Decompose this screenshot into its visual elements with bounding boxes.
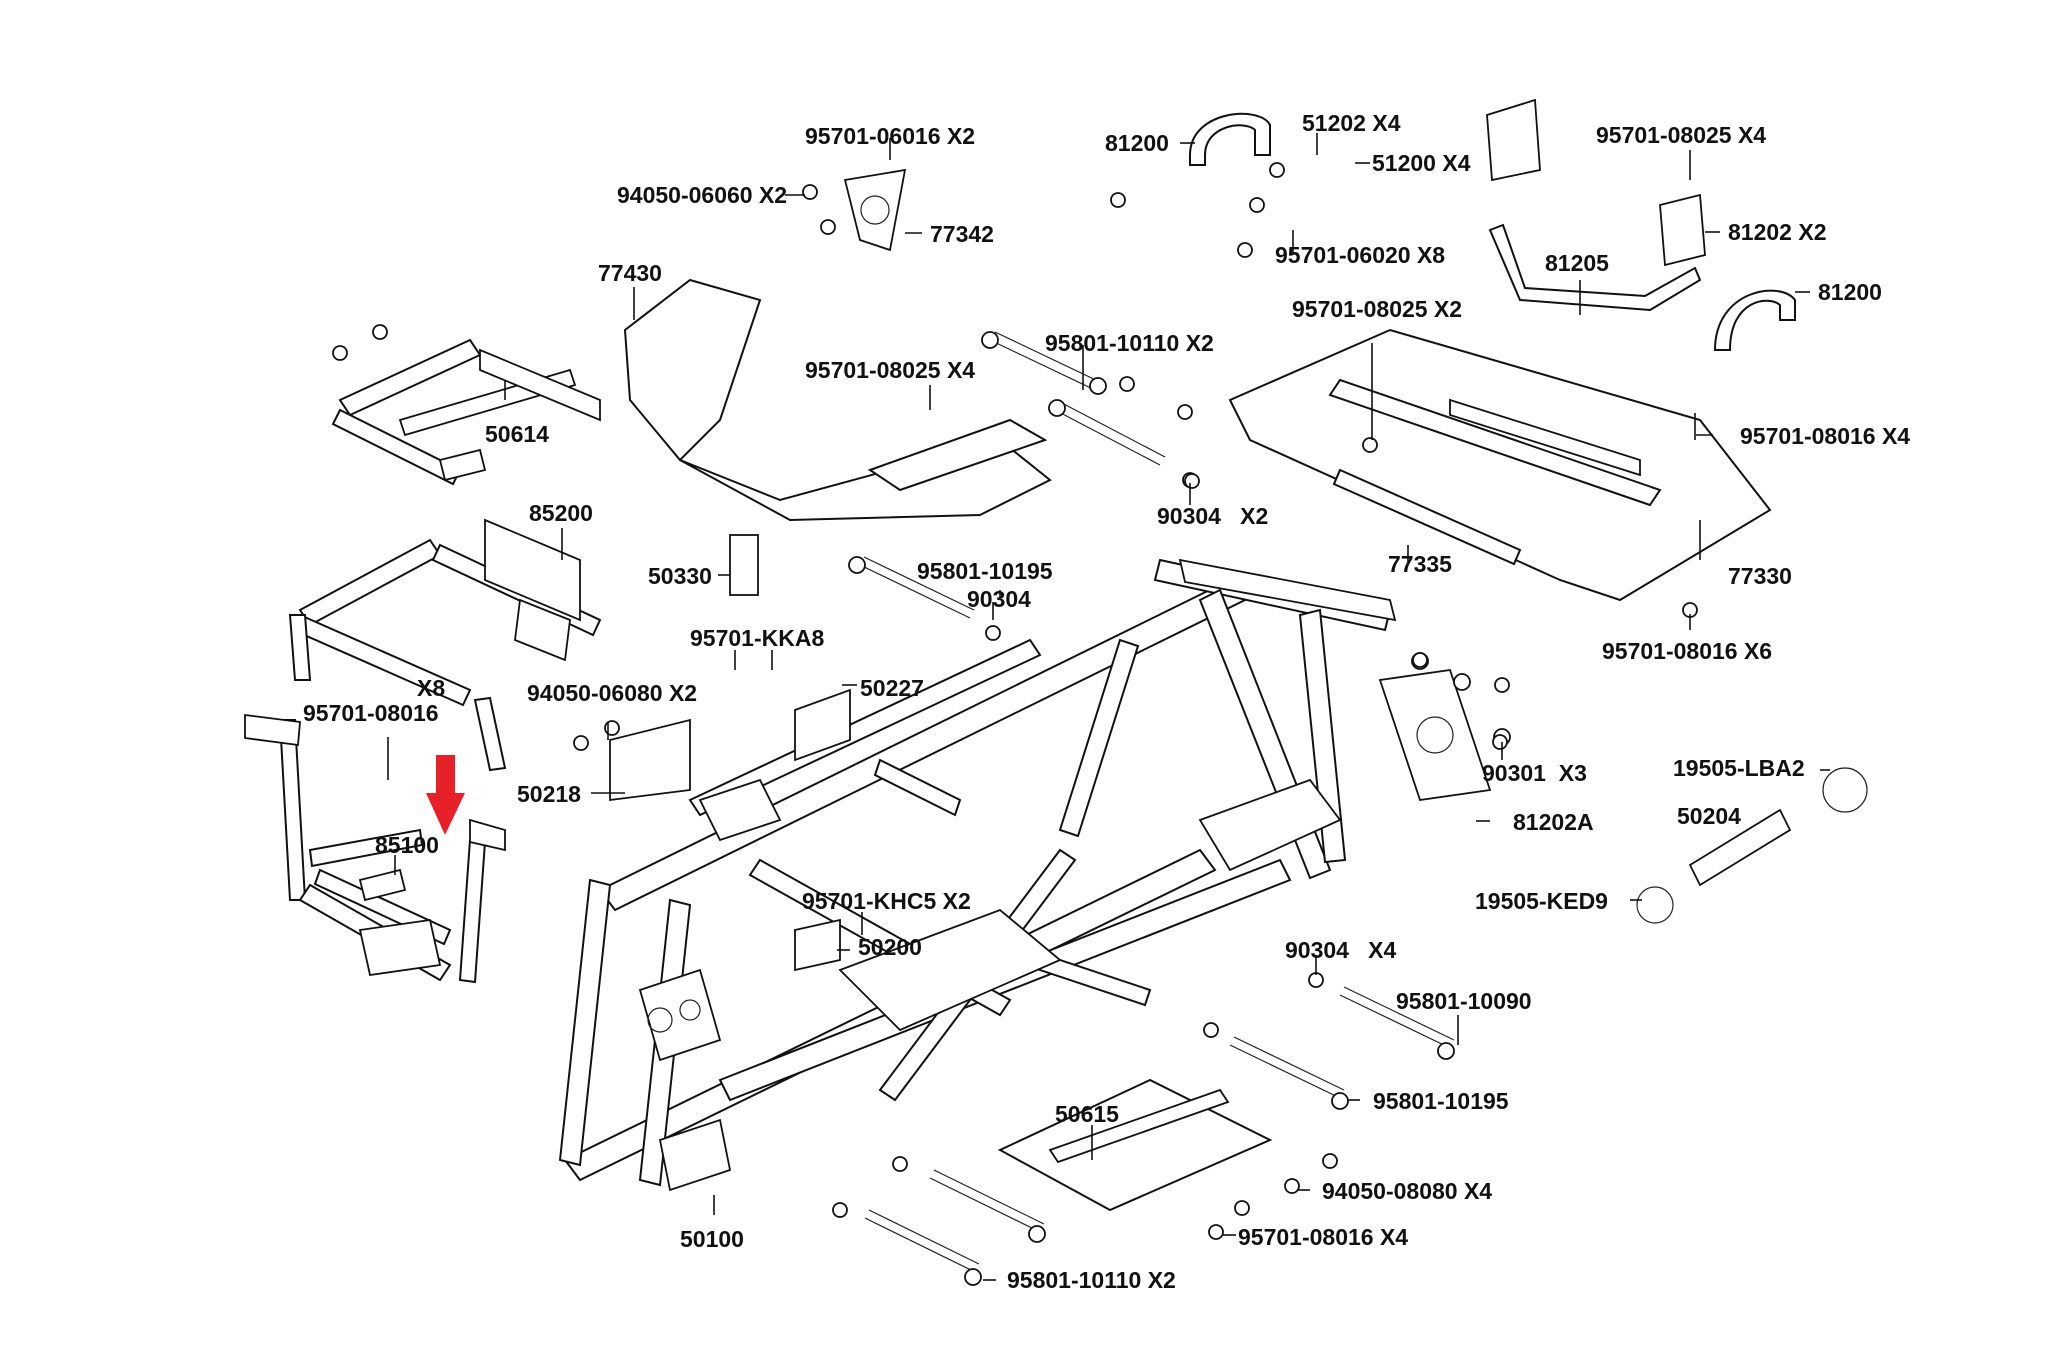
label-95701-08025-x4-top: 95701-08025 X4 [1596, 122, 1767, 148]
label-50614: 50614 [485, 421, 549, 447]
label-50204: 50204 [1677, 803, 1741, 829]
fasteners [332, 162, 1698, 1286]
arrow-head-icon [426, 793, 465, 835]
main-frame-50100 [558, 558, 1397, 1192]
label-50100: 50100 [680, 1226, 744, 1252]
label-77342: 77342 [930, 221, 994, 247]
label-85100: 85100 [375, 832, 439, 858]
label-94050-08080: 94050-08080 X4 [1322, 1178, 1493, 1204]
label-50218: 50218 [517, 781, 581, 807]
grab-handle-81200 [1189, 112, 1796, 351]
clamp-19505-ked9 [1636, 886, 1674, 924]
label-51202: 51202 X4 [1302, 110, 1401, 136]
label-x8: X8 [417, 675, 446, 701]
bracket-50227 [794, 688, 851, 762]
label-19505-ked9: 19505-KED9 [1475, 888, 1608, 914]
label-81200-right: 81200 [1818, 279, 1882, 305]
label-77335: 77335 [1388, 551, 1452, 577]
bracket-50218 [609, 718, 691, 802]
footrest-50614 [331, 338, 601, 486]
label-95801-10195-bot: 95801-10195 [1373, 1088, 1509, 1114]
label-95701-08016-x6: 95701-08016 X6 [1602, 638, 1773, 664]
pad-50330 [729, 534, 759, 596]
label-95701-08016-x4-bot: 95701-08016 X4 [1238, 1224, 1409, 1250]
leader-lines [387, 133, 1830, 1281]
front-rack-77430 [623, 278, 1052, 522]
label-50227: 50227 [860, 675, 924, 701]
front-upper-frame-85200 [288, 518, 602, 772]
highlight-arrow [426, 755, 465, 835]
label-95801-10110-bot: 95801-10110 X2 [1007, 1267, 1176, 1293]
label-95701-08025-x2: 95701-08025 X2 [1292, 296, 1463, 322]
rear-rack-77330 [1228, 328, 1772, 602]
label-90304-x2: 90304 X2 [1157, 503, 1269, 529]
label-81205: 81205 [1545, 250, 1609, 276]
label-90301: 90301 X3 [1482, 760, 1587, 786]
label-50330: 50330 [648, 563, 712, 589]
label-95801-10195-top: 95801-10195 [917, 558, 1053, 584]
rear-handle-81205 [1488, 223, 1702, 312]
long-bolts [859, 331, 1455, 1273]
bracket-81202-a [1486, 98, 1541, 182]
footrest-50615 [997, 1078, 1273, 1212]
label-85200: 85200 [529, 500, 593, 526]
label-19505-lba2: 19505-LBA2 [1673, 755, 1805, 781]
label-90304-mid: 90304 [967, 586, 1031, 612]
label-95801-10110-top: 95801-10110 X2 [1045, 330, 1214, 356]
front-bumper-85100 [244, 713, 506, 984]
label-90304-x4: 90304 X4 [1285, 937, 1397, 963]
label-50200: 50200 [858, 934, 922, 960]
label-94050-06080: 94050-06080 X2 [527, 680, 698, 706]
label-94050-06060: 94050-06060 X2 [617, 182, 788, 208]
label-95701-kka8: 95701-KKA8 [690, 625, 825, 651]
skid-plate-81202a [1378, 669, 1492, 801]
label-51200: 51200 X4 [1372, 150, 1471, 176]
arrow-shaft [436, 755, 455, 795]
label-95701-08025-x4-mid: 95701-08025 X4 [805, 357, 976, 383]
bracket-50200 [794, 918, 841, 972]
clamp-19505-lba2 [1822, 767, 1868, 813]
label-77330: 77330 [1728, 563, 1792, 589]
label-95701-khc5: 95701-KHC5 X2 [802, 888, 971, 914]
label-95701-06020: 95701-06020 X8 [1275, 242, 1446, 268]
plate-77342 [843, 168, 907, 252]
guard-50204 [1688, 808, 1792, 887]
label-81202a: 81202A [1513, 809, 1594, 835]
label-81200-top: 81200 [1105, 130, 1169, 156]
label-50615: 50615 [1055, 1101, 1119, 1127]
bracket-81202-b [1659, 193, 1706, 267]
label-77430: 77430 [598, 260, 662, 286]
label-95701-08016-left: 95701-08016 [303, 700, 439, 726]
label-95701-06016: 95701-06016 X2 [805, 123, 976, 149]
label-95701-08016-x4-right: 95701-08016 X4 [1740, 423, 1911, 449]
label-81202: 81202 X2 [1728, 219, 1827, 245]
label-95801-10090: 95801-10090 [1396, 988, 1532, 1014]
